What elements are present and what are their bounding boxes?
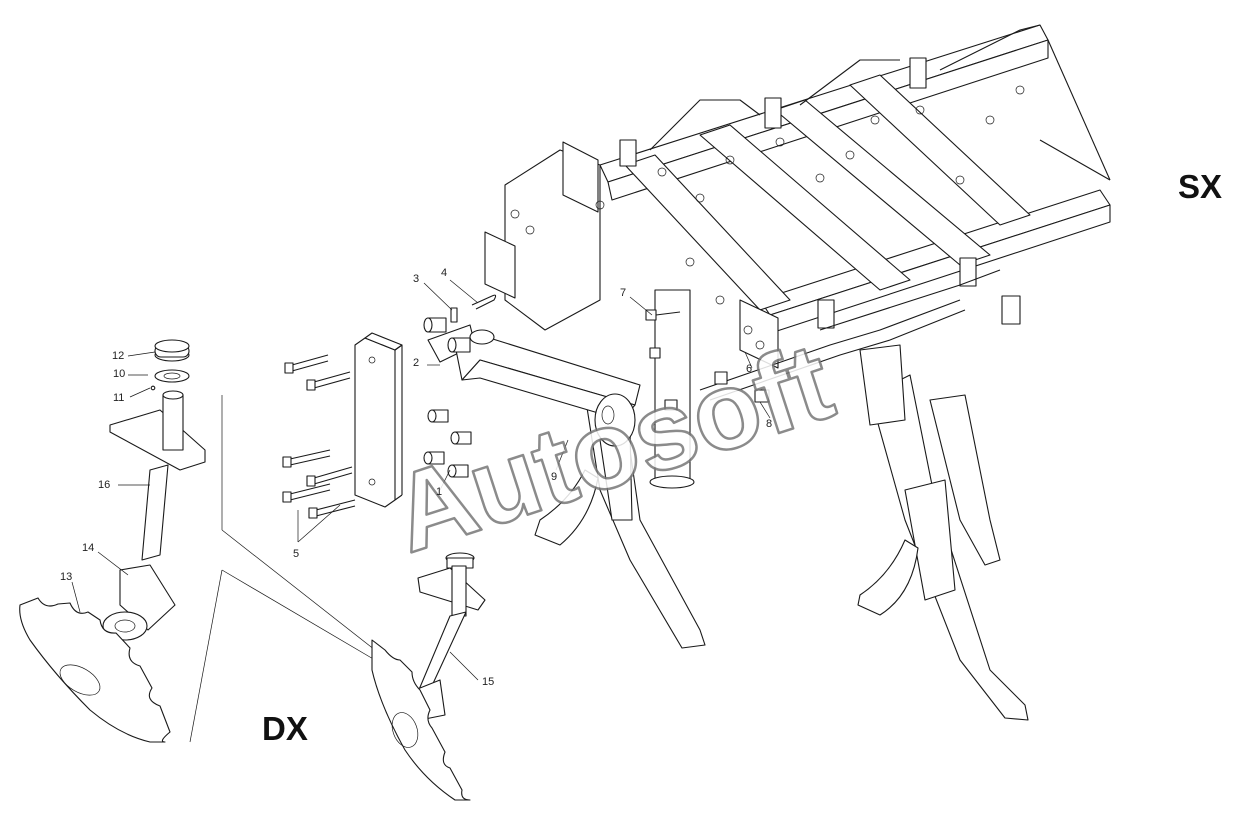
side-label-sx: SX: [1178, 168, 1223, 205]
callout-11: 11: [113, 392, 125, 404]
callout-14: 14: [82, 542, 95, 554]
callout-10: 10: [113, 368, 126, 380]
disc-assembly-installed: [371, 552, 486, 801]
frame-assembly: [484, 24, 1111, 369]
callout-2: 2: [413, 357, 420, 369]
callout-5: 5: [293, 548, 300, 560]
callout-9: 9: [551, 471, 558, 483]
hardware-small: [645, 309, 770, 411]
side-label-dx: DX: [262, 710, 308, 747]
shank-right: [857, 344, 1029, 721]
mount-plate: [354, 332, 472, 508]
callout-3: 3: [413, 273, 420, 285]
link-tubes: [699, 269, 1001, 401]
callout-6: 6: [746, 363, 753, 375]
bolts: [282, 354, 356, 519]
callout-15: 15: [482, 676, 495, 688]
callout-8: 8: [766, 418, 773, 430]
callout-16: 16: [98, 479, 111, 491]
callout-1: 1: [436, 486, 443, 498]
disc-assembly-dx-detail: [19, 339, 376, 743]
callout-7: 7: [620, 287, 627, 299]
callout-12: 12: [112, 350, 125, 362]
support-arm: [423, 294, 641, 447]
callout-4: 4: [441, 267, 448, 279]
callout-leaders: [71, 279, 771, 681]
callout-13: 13: [60, 571, 73, 583]
